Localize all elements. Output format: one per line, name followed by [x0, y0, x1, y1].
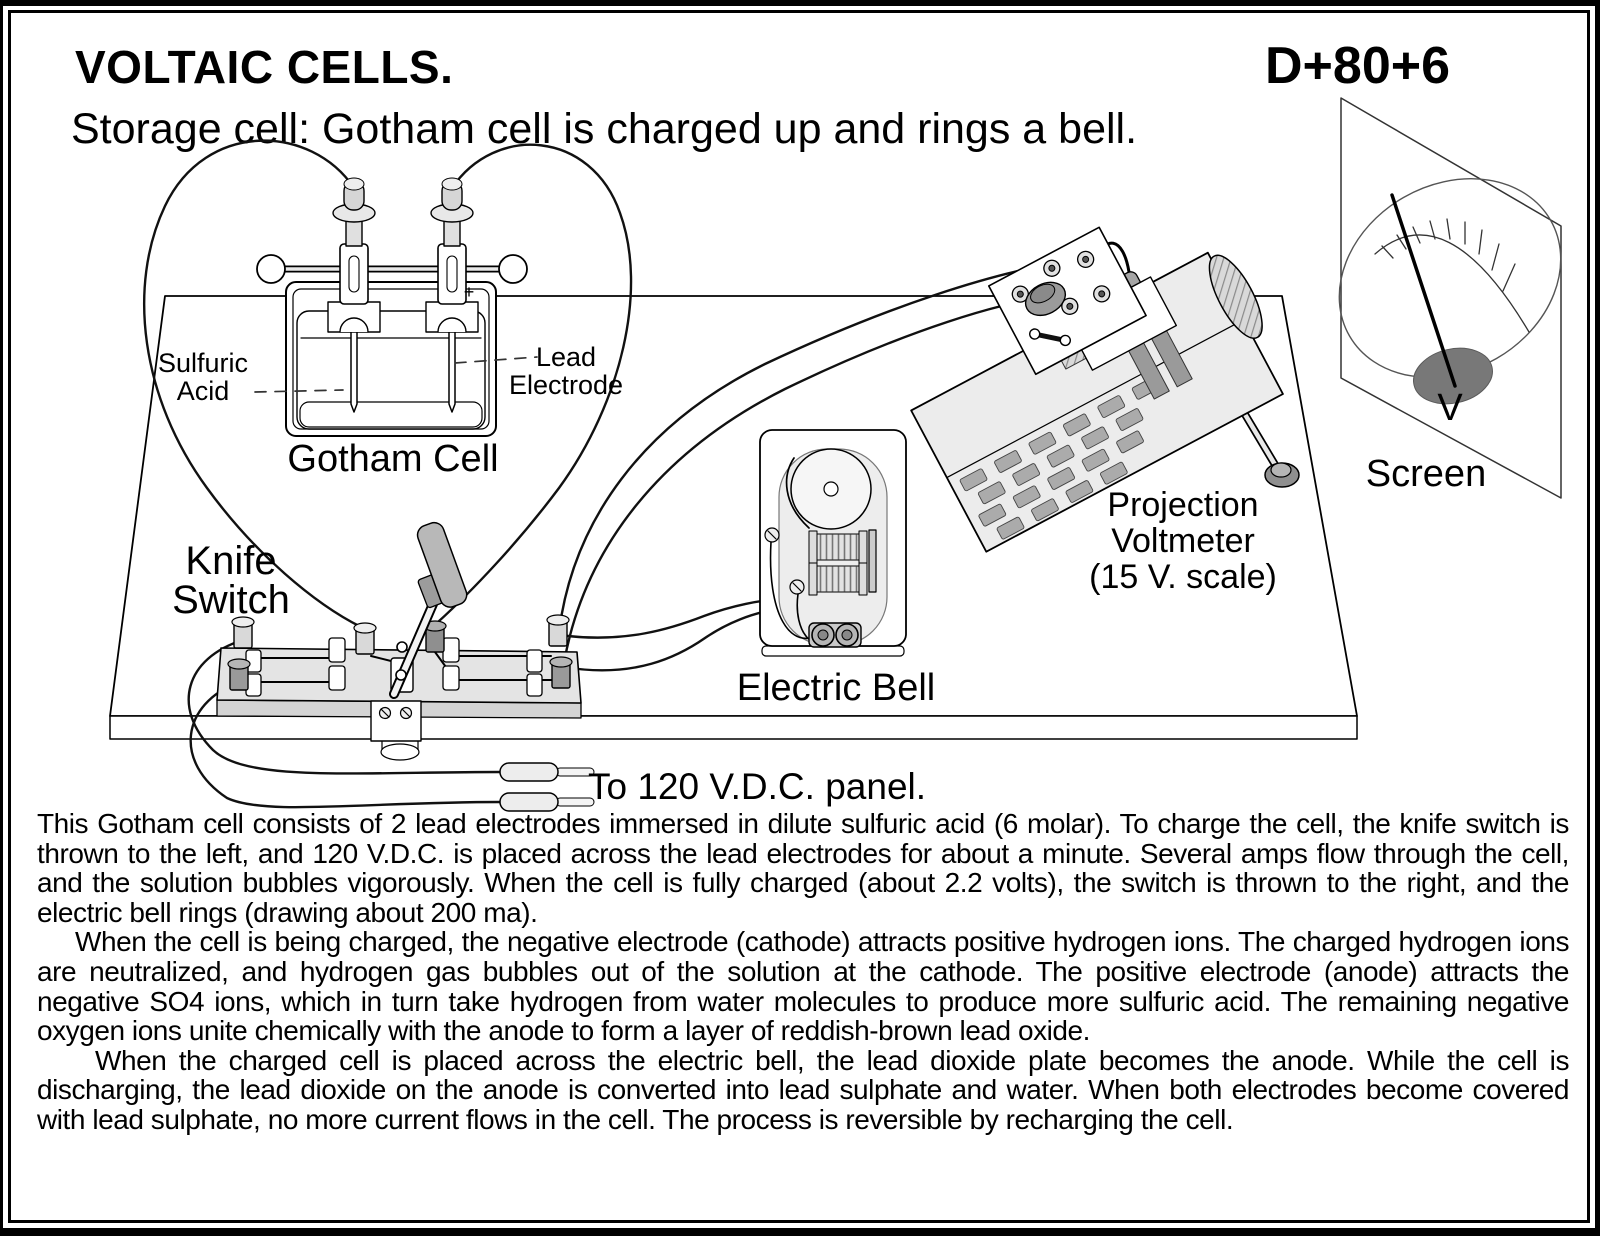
binding-posts — [227, 614, 573, 691]
label-voltmeter-3: (15 V. scale) — [1089, 558, 1277, 596]
vent-holes — [959, 376, 1160, 540]
caption-paragraph-2: When the cell is being charged, the nega… — [37, 926, 1569, 1047]
label-screen: Screen — [1366, 453, 1486, 495]
label-panel-lead: To 120 V.D.C. panel. — [588, 766, 926, 807]
projection-voltmeter — [910, 226, 1300, 553]
leader-lines — [254, 356, 538, 393]
lead-electrode-left — [327, 177, 381, 413]
label-lead-electrode-1: Lead — [536, 342, 596, 372]
electric-bell — [759, 429, 907, 657]
label-voltmeter-1: Projection — [1107, 486, 1258, 524]
voltmeter-terminal-plate — [987, 226, 1178, 376]
wire-panel-1 — [187, 638, 503, 775]
meter-dial — [1338, 178, 1562, 378]
label-lead-electrode-2: Electrode — [509, 370, 623, 400]
switch-lever — [389, 521, 468, 699]
wire-right-electrode — [436, 143, 633, 624]
label-voltmeter-2: Voltmeter — [1111, 522, 1255, 560]
bell-coils — [808, 529, 877, 596]
gotham-cell — [256, 177, 528, 437]
label-knife-switch-1: Knife — [185, 539, 276, 583]
knife-switch — [216, 521, 582, 761]
label-meter-unit: V — [1437, 387, 1463, 429]
banana-plugs — [499, 762, 595, 812]
wire-voltmeter-1 — [557, 267, 1029, 634]
diagram-labels: Sulfuric Acid Lead Electrode + Gotham Ce… — [158, 282, 1486, 807]
label-knife-switch-2: Switch — [172, 578, 290, 622]
wire-left-electrode — [143, 139, 363, 629]
caption-text: This Gotham cell consists of 2 lead elec… — [37, 809, 1569, 1135]
page-title: VOLTAIC CELLS. — [75, 41, 454, 93]
page-subtitle: Storage cell: Gotham cell is charged up … — [71, 105, 1138, 153]
label-plus-mark: + — [464, 282, 475, 302]
label-sulfuric-acid-1: Sulfuric — [158, 348, 248, 378]
caption-paragraph-1: This Gotham cell consists of 2 lead elec… — [37, 808, 1569, 928]
switch-contact-clips — [245, 637, 543, 697]
bell-striker — [785, 457, 810, 529]
wire-voltmeter-2 — [562, 297, 1038, 665]
label-electric-bell: Electric Bell — [737, 667, 936, 709]
catalog-code: D+80+6 — [1265, 37, 1451, 95]
screen — [1338, 97, 1562, 499]
wire-panel-2 — [189, 680, 503, 809]
meter-needle — [1390, 193, 1457, 388]
apparatus-diagram: Sulfuric Acid Lead Electrode + Gotham Ce… — [109, 97, 1562, 812]
meter-scale-arc — [1374, 234, 1530, 333]
label-gotham-cell: Gotham Cell — [287, 438, 498, 480]
meter-ticks — [1381, 218, 1516, 292]
label-sulfuric-acid-2: Acid — [177, 376, 230, 406]
caption-paragraph-3: When the charged cell is placed across t… — [37, 1044, 1569, 1135]
lead-electrode-right — [425, 177, 479, 413]
